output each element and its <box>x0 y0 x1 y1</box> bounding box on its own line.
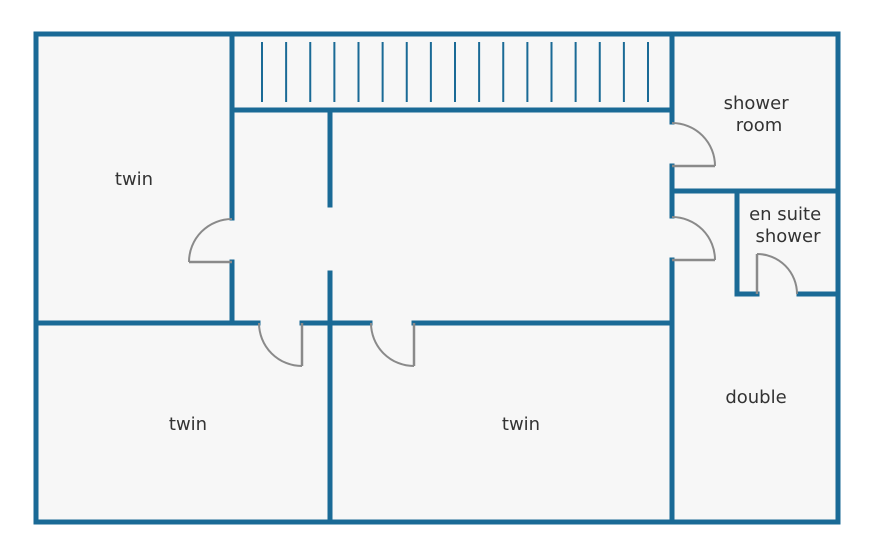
door <box>258 322 304 367</box>
room-label-double: double <box>725 387 786 408</box>
outer-wall <box>33 31 841 525</box>
room-label-twin-bottom-left: twin <box>169 414 207 435</box>
room-labels: twin shower room en suite shower double … <box>115 93 827 435</box>
door <box>671 122 716 168</box>
walls <box>33 31 841 525</box>
doors <box>188 122 798 367</box>
room-label-shower-room: shower room <box>724 93 795 136</box>
room-label-twin-bottom-middle: twin <box>502 414 540 435</box>
room-label-twin-top-left: twin <box>115 169 153 190</box>
staircase <box>261 42 649 102</box>
room-label-en-suite: en suite shower <box>749 204 827 247</box>
door <box>755 253 798 295</box>
door <box>370 322 416 367</box>
door <box>188 218 233 264</box>
door <box>671 216 716 262</box>
floor <box>36 34 838 522</box>
